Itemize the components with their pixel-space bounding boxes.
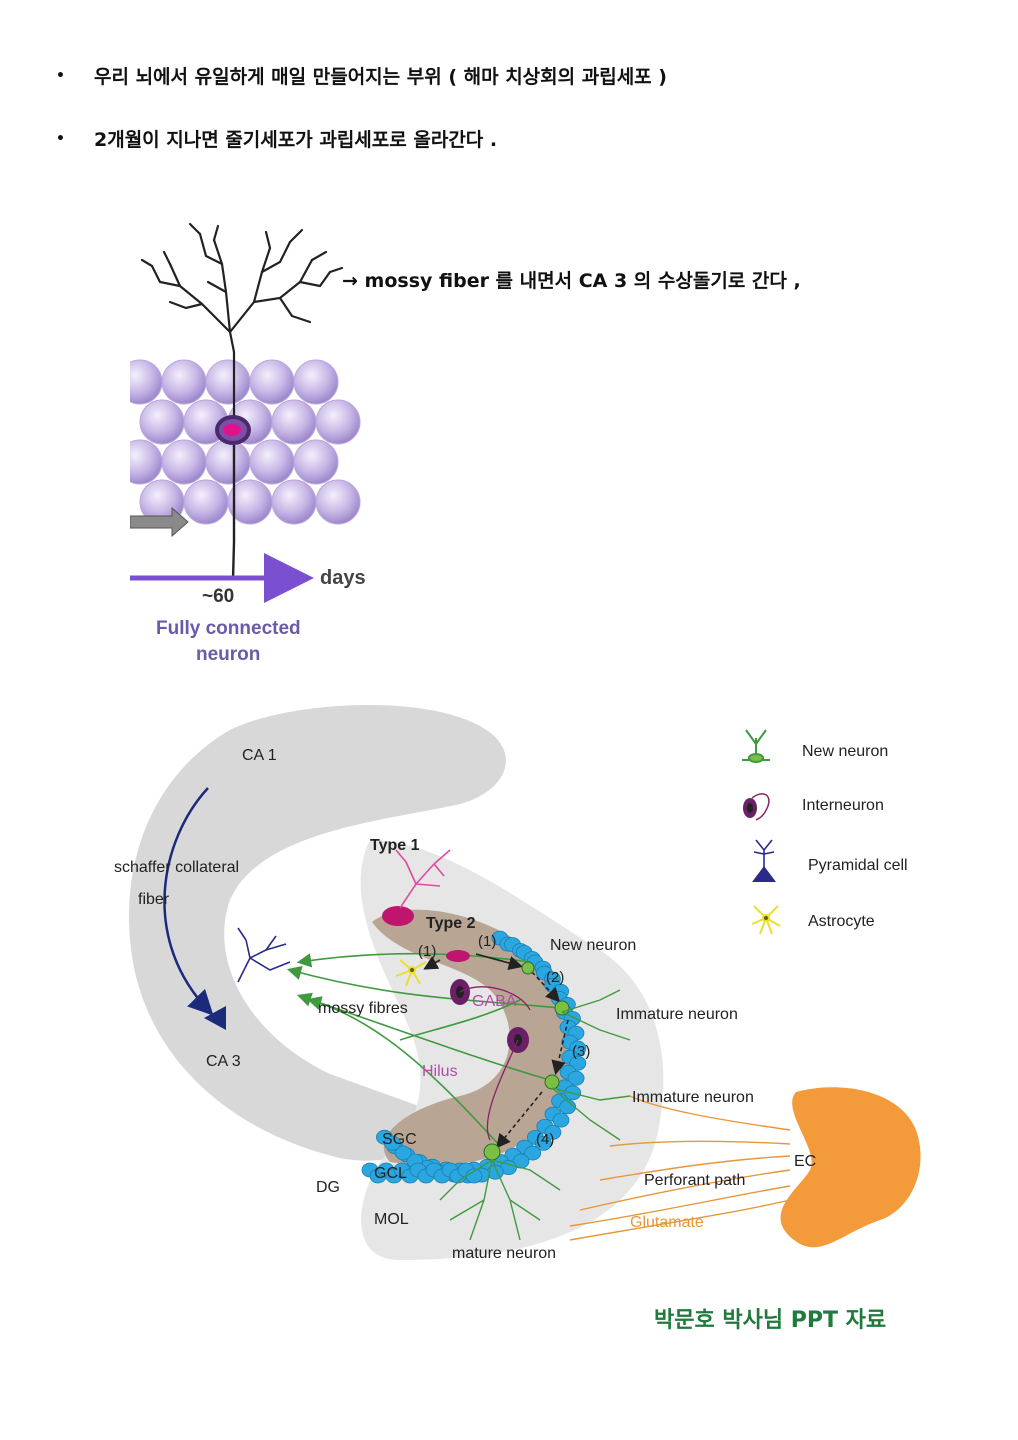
type1-progenitor — [382, 849, 451, 926]
granule-cell — [384, 1135, 401, 1151]
cell-ball — [293, 439, 339, 485]
cell-ball — [271, 479, 317, 525]
cell-ball — [183, 479, 229, 525]
ca-region — [128, 704, 506, 1161]
label-dg: DG — [316, 1179, 340, 1196]
label-glutamate: Glutamate — [630, 1214, 704, 1231]
ca3-dendrites — [237, 927, 291, 983]
label-ec: EC — [794, 1153, 816, 1170]
new-neuron-icon — [742, 729, 770, 763]
granule-cell — [524, 1145, 542, 1161]
ca3-pyramidal-cell — [204, 1006, 226, 1030]
cell-ball — [315, 479, 361, 525]
tick-label: ~60 — [202, 586, 234, 607]
label-stage-1b: (1) — [478, 933, 496, 950]
cell-ball — [205, 439, 251, 485]
label-gaba: GABA — [472, 993, 517, 1010]
granule-cell — [544, 1124, 562, 1140]
granule-cell — [567, 1070, 585, 1086]
bullet-text-1: 우리 뇌에서 유일하게 매일 만들어지는 부위 ( 해마 치상회의 과립세포 ) — [94, 66, 667, 88]
stage-arrow-1b — [475, 953, 524, 970]
fully-connected-neuron-figure: days ~60 Fully connected neuron — [130, 212, 398, 688]
cell-ball — [293, 359, 339, 405]
cell-ball — [139, 399, 185, 445]
dendrite-tree — [140, 222, 344, 434]
schaffer-collateral-arrow — [163, 787, 214, 1016]
label-type1: Type 1 — [370, 837, 420, 854]
cell-ball — [161, 439, 207, 485]
label-mossy: mossy fibres — [318, 1000, 408, 1017]
caption-line-2: neuron — [196, 644, 260, 665]
astrocyte-cell — [395, 959, 427, 987]
hippocampus-neurogenesis-diagram: CA 1 CA 3 schaffer collateral fiber moss… — [100, 700, 944, 1280]
granule-cell — [552, 1112, 570, 1128]
bullet-item-1: • 우리 뇌에서 유일하게 매일 만들어지는 부위 ( 해마 치상회의 과립세포… — [56, 62, 667, 89]
days-label: days — [320, 567, 366, 589]
stage-arrow-1a — [423, 956, 441, 970]
label-schaffer-1: schaffer collateral — [114, 859, 239, 876]
perforant-path — [569, 1095, 791, 1241]
stage-arrow-3 — [551, 1019, 569, 1076]
neuron-soma — [215, 415, 251, 445]
label-mol: MOL — [374, 1211, 409, 1228]
mature-neuron-dendrites — [439, 989, 631, 1241]
bullet-item-2: • 2개월이 지나면 줄기세포가 과립세포로 올라간다 . — [56, 125, 497, 152]
label-type2: Type 2 — [426, 915, 476, 932]
mossy-fibres — [286, 952, 561, 1147]
granule-cell — [394, 1145, 412, 1161]
cell-ball — [249, 439, 295, 485]
legend-astrocyte: Astrocyte — [808, 913, 875, 930]
label-mature: mature neuron — [452, 1245, 556, 1262]
legend-interneuron: Interneuron — [802, 797, 884, 814]
pyramidal-cell-icon — [752, 839, 776, 882]
label-perforant: Perforant path — [644, 1172, 745, 1189]
cell-ball — [315, 399, 361, 445]
cell-ball — [249, 359, 295, 405]
interneuron-icon — [743, 793, 770, 821]
ec-region — [780, 1087, 921, 1248]
cell-ball — [161, 359, 207, 405]
label-ca1: CA 1 — [242, 747, 277, 764]
label-hilus: Hilus — [422, 1063, 458, 1080]
cell-layer — [130, 359, 361, 525]
mossy-fiber-note: → mossy fiber 를 내면서 CA 3 의 수상돌기로 간다 , — [342, 270, 801, 292]
legend-new-neuron: New neuron — [802, 743, 888, 760]
label-immature-2: Immature neuron — [632, 1089, 754, 1106]
bullet-marker: • — [56, 67, 65, 84]
label-sgc: SGC — [382, 1131, 417, 1148]
grey-arrow — [130, 506, 189, 538]
label-gcl: GCL — [374, 1165, 407, 1182]
legend-pyramidal: Pyramidal cell — [808, 857, 908, 874]
granule-cell — [534, 1136, 552, 1151]
granule-cell — [559, 1099, 577, 1115]
cell-ball — [205, 359, 251, 405]
label-schaffer-2: fiber — [138, 891, 170, 908]
granule-cell — [569, 1055, 587, 1071]
label-stage-4: (4) — [536, 1131, 554, 1148]
source-credit: 박문호 박사님 PPT 자료 — [654, 1308, 887, 1333]
interneurons — [450, 979, 531, 1141]
stage-arrow-2 — [531, 971, 561, 1003]
label-ca3: CA 3 — [206, 1053, 241, 1070]
axon — [231, 445, 236, 581]
bullet-text-2: 2개월이 지나면 줄기세포가 과립세포로 올라간다 . — [94, 129, 498, 151]
label-stage-3: (3) — [572, 1043, 590, 1060]
caption-line-1: Fully connected — [156, 618, 301, 639]
hilus-region — [372, 909, 574, 1166]
label-immature-1: Immature neuron — [616, 1006, 738, 1023]
astrocyte-icon — [751, 905, 781, 935]
cell-ball — [271, 399, 317, 445]
label-stage-2: (2) — [546, 969, 564, 986]
label-stage-1a: (1) — [418, 943, 436, 960]
bullet-marker: • — [56, 130, 65, 147]
legend: New neuron Interneuron Pyramidal cell As… — [742, 729, 908, 935]
type2-progenitor — [446, 950, 470, 962]
label-new-neuron: New neuron — [550, 937, 636, 954]
